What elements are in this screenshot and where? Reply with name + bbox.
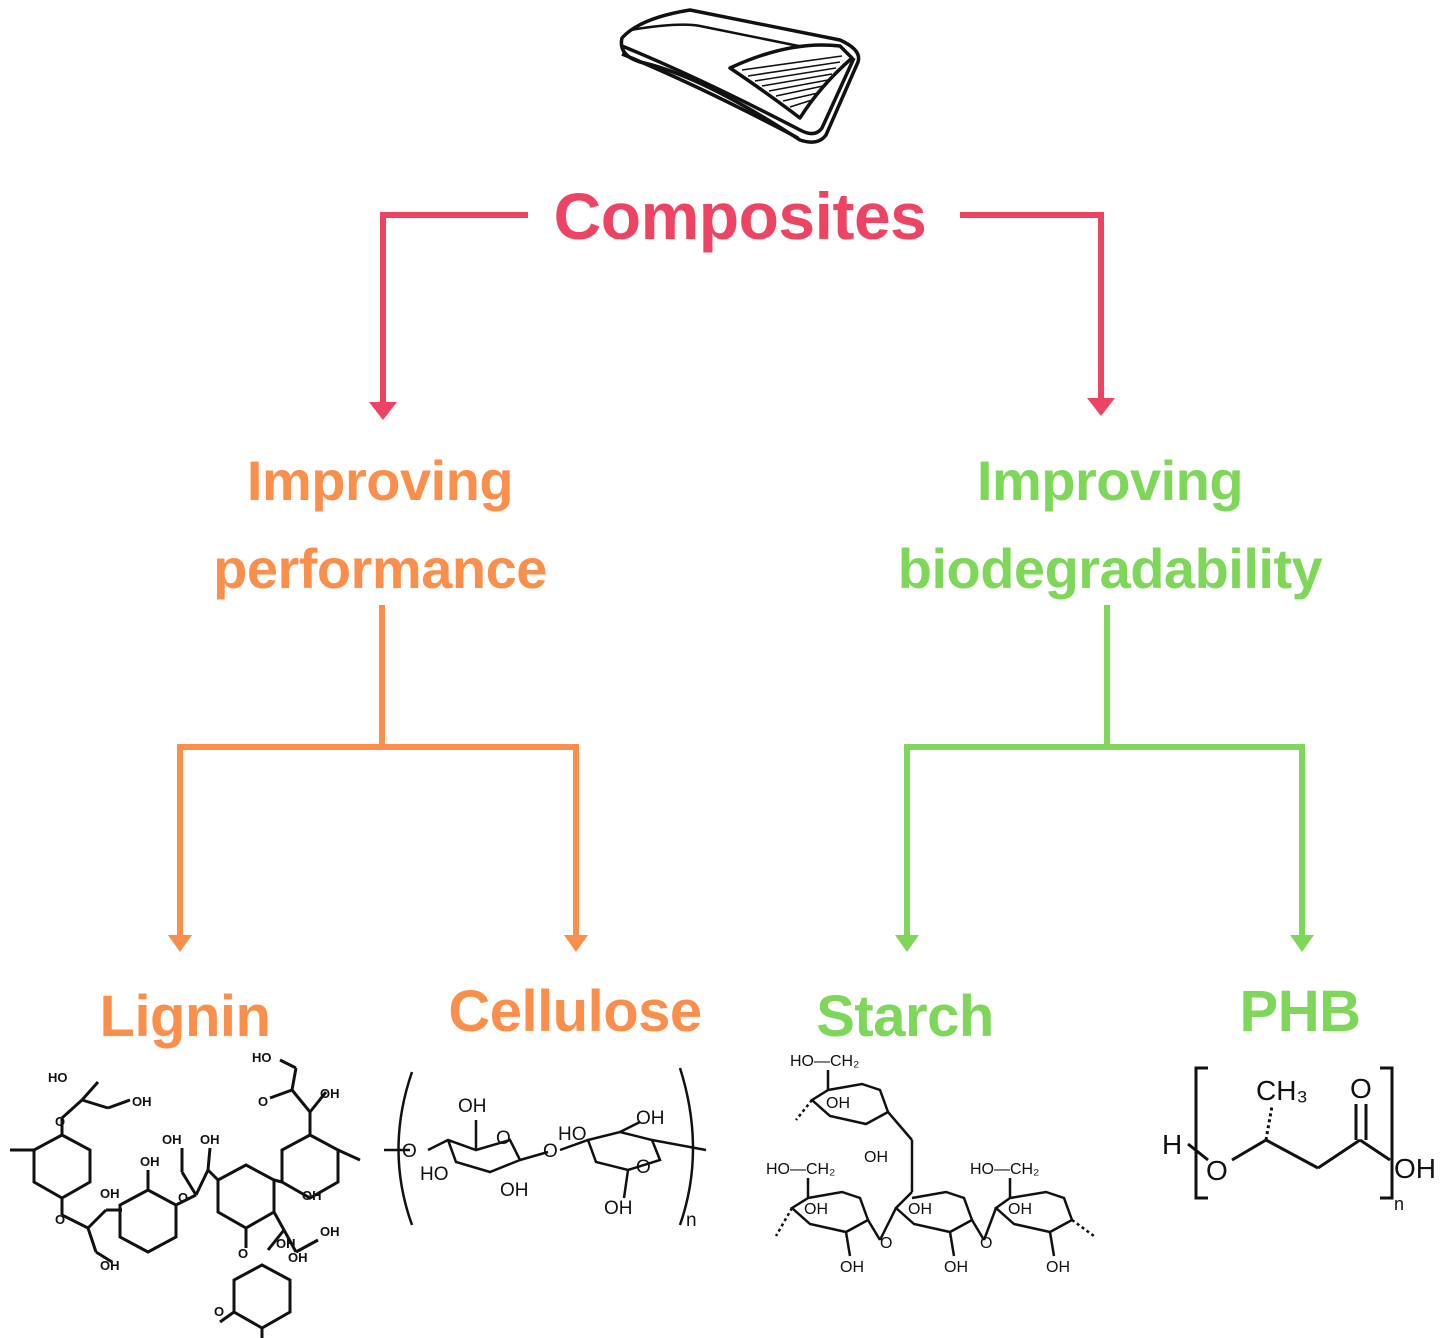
lignin-label: O xyxy=(55,1212,65,1227)
leaf-lignin: Lignin xyxy=(99,984,271,1049)
phb-labels: CH₃ O H O OH n xyxy=(1162,1073,1436,1214)
leaf-cellulose: Cellulose xyxy=(448,979,702,1044)
lignin-label: O xyxy=(238,1246,248,1261)
branch-biodegradability: Improving biodegradability xyxy=(840,437,1380,613)
phb-structure xyxy=(1187,1066,1394,1200)
lignin-label: O xyxy=(214,1304,224,1319)
starch-label: OH xyxy=(944,1259,968,1276)
arrowhead-root-left xyxy=(369,402,397,420)
starch-label: OH xyxy=(804,1201,828,1218)
lignin-label: HO xyxy=(48,1070,68,1085)
cellulose-label: O xyxy=(402,1141,417,1162)
branch-performance-line2: performance xyxy=(213,537,547,600)
cellulose-label: HO xyxy=(420,1164,449,1185)
starch-label: OH xyxy=(826,1095,850,1112)
phb-label: OH xyxy=(1394,1153,1436,1184)
lignin-label: O xyxy=(178,1190,188,1205)
lignin-label: OH xyxy=(140,1154,160,1169)
cellulose-label: HO xyxy=(558,1124,587,1145)
phb-label: H xyxy=(1162,1129,1182,1160)
cellulose-label: OH xyxy=(500,1180,529,1201)
cellulose-label: O xyxy=(543,1141,558,1162)
lignin-label: OH xyxy=(320,1086,340,1101)
phb-label: O xyxy=(1206,1155,1228,1186)
cellulose-label: OH xyxy=(636,1108,665,1129)
lignin-label: OH xyxy=(320,1224,340,1239)
starch-label: OH xyxy=(864,1149,888,1166)
phb-subscript: n xyxy=(1394,1194,1404,1214)
connector-root-left xyxy=(380,212,528,402)
starch-label: O xyxy=(880,1235,892,1252)
starch-label: HO—CH₂ xyxy=(970,1161,1039,1178)
branch-performance: Improving performance xyxy=(130,437,630,613)
starch-label: HO—CH₂ xyxy=(766,1161,835,1178)
starch-label: OH xyxy=(908,1201,932,1218)
cellulose-label: OH xyxy=(604,1198,633,1219)
lignin-label: OH xyxy=(288,1250,308,1265)
lignin-label: OH xyxy=(302,1188,322,1203)
starch-label: HO—CH₂ xyxy=(790,1053,859,1070)
lignin-structure xyxy=(10,1058,361,1338)
lignin-label: HO xyxy=(252,1050,272,1065)
arrowhead-phb xyxy=(1290,935,1314,952)
cellulose-label: OH xyxy=(458,1096,487,1117)
lignin-label: OH xyxy=(200,1132,220,1147)
arrowhead-starch xyxy=(895,935,919,952)
connector-bio-bar xyxy=(904,744,1305,935)
lignin-label: OH xyxy=(132,1094,152,1109)
starch-structure xyxy=(774,1070,1095,1257)
lignin-label: OH xyxy=(162,1132,182,1147)
arrowhead-lignin xyxy=(168,935,192,952)
lignin-label: OH xyxy=(100,1258,120,1273)
starch-label: OH xyxy=(840,1259,864,1276)
branch-performance-line1: Improving xyxy=(246,449,514,512)
connector-perf-bar xyxy=(177,744,579,935)
lignin-label: O xyxy=(55,1114,65,1129)
arrowhead-cellulose xyxy=(564,935,588,952)
starch-label: O xyxy=(980,1235,992,1252)
cellulose-label: O xyxy=(496,1128,511,1149)
starch-label: OH xyxy=(1008,1201,1032,1218)
arrowhead-root-right xyxy=(1087,398,1115,416)
stacked-sheets-icon xyxy=(619,8,861,144)
cellulose-subscript: n xyxy=(686,1210,697,1231)
starch-labels: HO—CH₂ HO—CH₂ HO—CH₂ OH OH OH OH OH OH O… xyxy=(766,1053,1070,1276)
branch-biodegradability-line1: Improving xyxy=(976,449,1244,512)
phb-label: O xyxy=(1350,1073,1372,1104)
branch-biodegradability-line2: biodegradability xyxy=(897,537,1323,600)
lignin-labels: HO OH O O OH OH OH HO OH OH O O OH OH OH… xyxy=(48,1050,340,1319)
phb-label: CH₃ xyxy=(1256,1075,1308,1106)
cellulose-labels: OH OH HO OH O O HO OH O O OH n xyxy=(402,1096,697,1231)
cellulose-structure xyxy=(384,1067,707,1226)
lignin-label: O xyxy=(258,1094,268,1109)
lignin-label: OH xyxy=(100,1186,120,1201)
lignin-label: OH xyxy=(276,1236,296,1251)
connector-root-right xyxy=(960,212,1104,398)
leaf-phb: PHB xyxy=(1239,979,1361,1044)
leaf-starch: Starch xyxy=(816,984,994,1049)
cellulose-label: O xyxy=(636,1157,651,1178)
starch-label: OH xyxy=(1046,1259,1070,1276)
root-title: Composites xyxy=(553,179,927,253)
